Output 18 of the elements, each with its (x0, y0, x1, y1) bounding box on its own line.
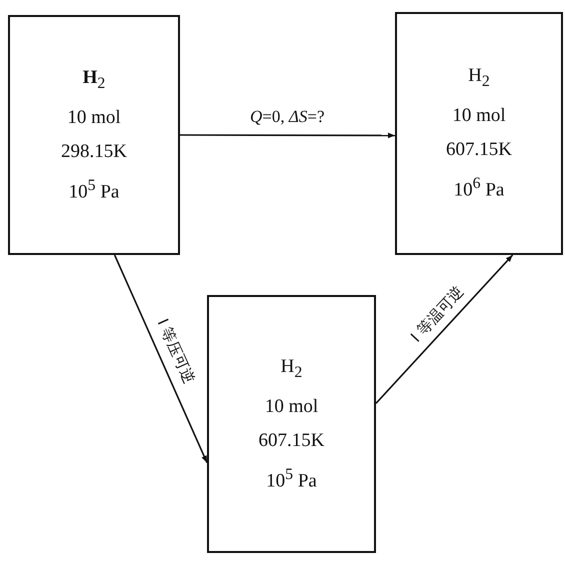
state-box (395, 12, 563, 255)
state-text: H$_{2}$ (280, 354, 302, 383)
state-text: 10 mol (67, 106, 121, 130)
state-text: 607.15K (446, 138, 512, 162)
state-text: 10$^{5}$ Pa (266, 464, 317, 494)
state-box (8, 15, 180, 255)
state-text: 298.15K (61, 140, 127, 164)
state-text: 607.15K (258, 428, 324, 453)
arrow (375, 254, 514, 404)
arrow (180, 132, 395, 138)
state-box (207, 295, 376, 553)
state-text: 10 mol (264, 394, 318, 419)
state-text: H$_{2}$ (82, 66, 106, 94)
state-text: 10$^{5}$ Pa (68, 176, 120, 204)
state-text: H$_{2}$ (468, 64, 490, 92)
state-text: 10 mol (452, 104, 506, 128)
arrow (114, 254, 208, 464)
state-text: 10$^{6}$ Pa (454, 174, 504, 203)
